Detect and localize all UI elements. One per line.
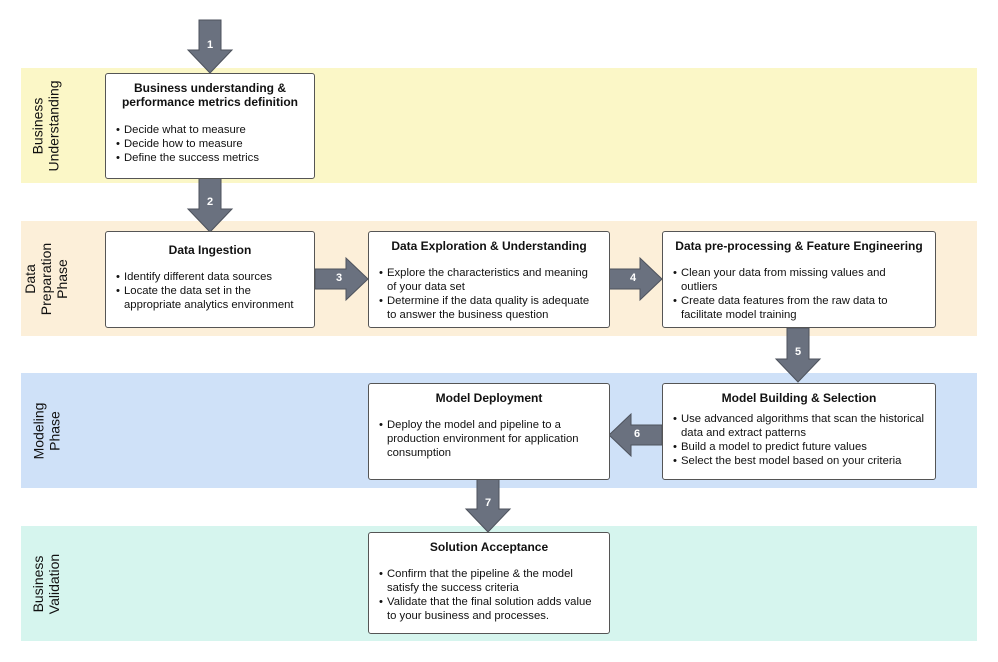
box-model-building: Model Building & Selection Use advanced … bbox=[662, 383, 936, 480]
step-arrow-2: 2 bbox=[186, 177, 234, 233]
step-number: 4 bbox=[629, 272, 637, 284]
bullet-item: Validate that the final solution adds va… bbox=[379, 595, 599, 623]
step-arrow-5: 5 bbox=[774, 327, 822, 383]
step-arrow-1: 1 bbox=[186, 19, 234, 74]
bullet-item: Use advanced algorithms that scan the hi… bbox=[673, 412, 925, 440]
step-arrow-4: 4 bbox=[608, 256, 663, 302]
bullet-list: Deploy the model and pipeline to a produ… bbox=[379, 418, 599, 460]
bullet-item: Select the best model based on your crit… bbox=[673, 454, 925, 468]
phase-label: Modeling Phase bbox=[30, 402, 63, 459]
bullet-item: Decide what to measure bbox=[116, 123, 304, 137]
bullet-item: Locate the data set in the appropriate a… bbox=[116, 284, 304, 312]
bullet-list: Use advanced algorithms that scan the hi… bbox=[673, 412, 925, 468]
bullet-item: Create data features from the raw data t… bbox=[673, 294, 925, 322]
phase-label: Business Validation bbox=[30, 553, 63, 614]
bullet-item: Decide how to measure bbox=[116, 137, 304, 151]
box-data-preprocessing: Data pre-processing & Feature Engineerin… bbox=[662, 231, 936, 328]
bullet-item: Identify different data sources bbox=[116, 270, 304, 284]
box-title: Data Ingestion bbox=[168, 243, 252, 257]
box-title: Model Building & Selection bbox=[721, 391, 877, 405]
bullet-list: Clean your data from missing values and … bbox=[673, 266, 925, 322]
step-arrow-7: 7 bbox=[464, 478, 512, 533]
bullet-list: Confirm that the pipeline & the model sa… bbox=[379, 567, 599, 623]
step-arrow-6: 6 bbox=[608, 412, 663, 458]
bullet-item: Explore the characteristics and meaning … bbox=[379, 266, 599, 294]
bullet-item: Deploy the model and pipeline to a produ… bbox=[379, 418, 599, 460]
bullet-list: Explore the characteristics and meaning … bbox=[379, 266, 599, 322]
bullet-item: Confirm that the pipeline & the model sa… bbox=[379, 567, 599, 595]
bullet-item: Determine if the data quality is adequat… bbox=[379, 294, 599, 322]
box-model-deployment: Model Deployment Deploy the model and pi… bbox=[368, 383, 610, 480]
bullet-list: Decide what to measure Decide how to mea… bbox=[116, 123, 304, 165]
step-number: 7 bbox=[484, 497, 492, 509]
phase-label: Data Preparation Phase bbox=[22, 242, 71, 315]
step-arrow-3: 3 bbox=[314, 256, 369, 302]
box-solution-acceptance: Solution Acceptance Confirm that the pip… bbox=[368, 532, 610, 634]
box-title: Model Deployment bbox=[435, 391, 543, 405]
box-business-understanding: Business understanding & performance met… bbox=[105, 73, 315, 179]
step-number: 1 bbox=[206, 39, 214, 51]
phase-label: Business Understanding bbox=[30, 79, 62, 172]
bullet-item: Define the success metrics bbox=[116, 151, 304, 165]
box-title: Data Exploration & Understanding bbox=[391, 239, 587, 253]
bullet-list: Identify different data sources Locate t… bbox=[116, 270, 304, 312]
box-title: Solution Acceptance bbox=[429, 540, 549, 554]
box-data-ingestion: Data Ingestion Identify different data s… bbox=[105, 231, 315, 328]
step-number: 6 bbox=[633, 428, 641, 440]
box-title: Data pre-processing & Feature Engineerin… bbox=[675, 239, 923, 253]
box-title: Business understanding & performance met… bbox=[121, 81, 299, 109]
bullet-item: Clean your data from missing values and … bbox=[673, 266, 925, 294]
bullet-item: Build a model to predict future values bbox=[673, 440, 925, 454]
box-data-exploration: Data Exploration & Understanding Explore… bbox=[368, 231, 610, 328]
step-number: 5 bbox=[794, 346, 802, 358]
step-number: 3 bbox=[335, 272, 343, 284]
step-number: 2 bbox=[206, 196, 214, 208]
